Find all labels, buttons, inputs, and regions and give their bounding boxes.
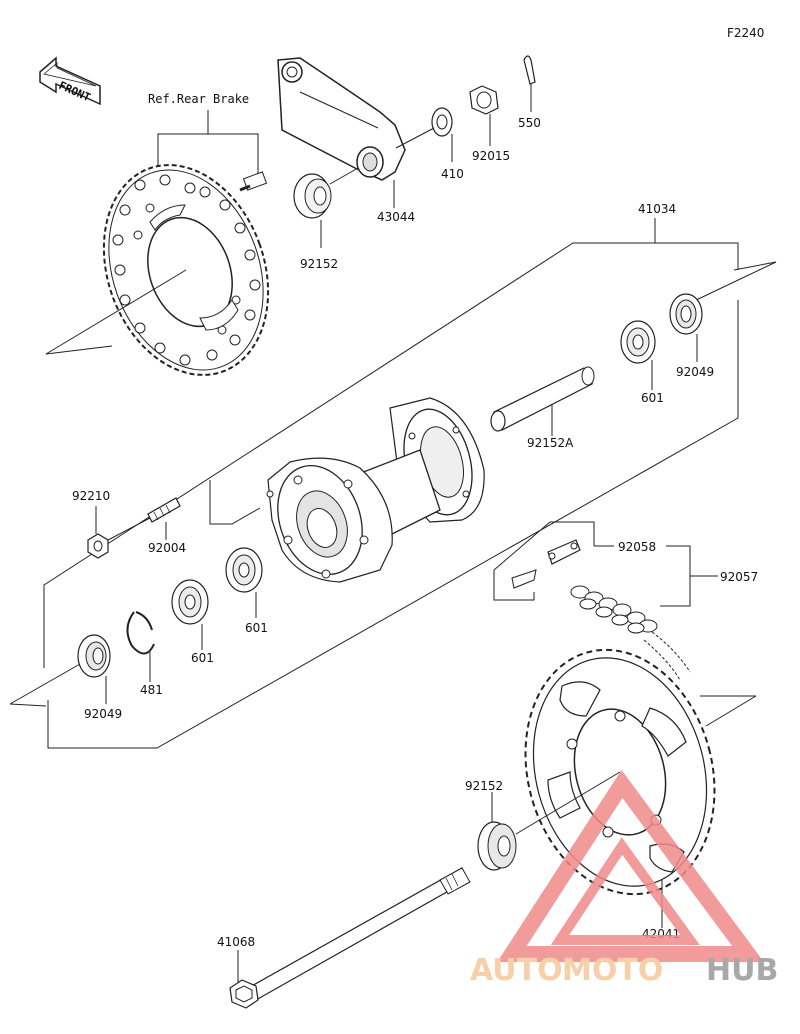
watermark-text-hub: HUB: [706, 953, 778, 988]
label-601-mid: 601: [245, 621, 268, 635]
label-481: 481: [140, 683, 163, 697]
chain-92057: [493, 521, 691, 681]
hub-bracket: [209, 480, 261, 525]
collar-axis-bottom: [515, 771, 621, 835]
label-92152A: 92152A: [527, 436, 574, 450]
circlip-481: [126, 611, 155, 655]
seal-92049-right: [669, 293, 703, 335]
torque-link: [277, 57, 406, 181]
disc-axis-line: [45, 269, 187, 355]
watermark-text-moto: MOTO: [562, 953, 663, 988]
leader-92057-bracket: [660, 545, 691, 607]
disc-axis-line-b: [45, 345, 113, 355]
label-92049-right: 92049: [676, 365, 714, 379]
watermark-inner-triangle-icon: [550, 837, 700, 945]
bearing-601-right: [620, 320, 656, 364]
nut-92015: [469, 85, 499, 115]
label-92057: 92057: [720, 570, 758, 584]
rear-hub: [266, 397, 485, 583]
spacer-92152A: [490, 366, 595, 432]
chain-bracket-top: [493, 521, 595, 571]
disc-bolt: [239, 171, 268, 192]
right-axis-line: [691, 261, 777, 303]
label-601-left: 601: [191, 651, 214, 665]
watermark-logo: AUTO MOTO HUB: [470, 769, 778, 988]
label-92152-bottom: 92152: [465, 779, 503, 793]
stud-92004: [147, 497, 181, 523]
bearing-601-mid: [225, 547, 263, 593]
bearing-601-left: [171, 579, 209, 625]
ref-bracket-line-right: [208, 133, 259, 174]
label-410: 410: [441, 167, 464, 181]
seal-92049-left: [77, 634, 111, 678]
left-axis-line-b: [9, 703, 47, 707]
watermark-triangle-icon: [497, 769, 764, 962]
washer-410: [431, 107, 453, 137]
label-92058: 92058: [618, 540, 656, 554]
left-axis-line: [9, 663, 81, 705]
label-550: 550: [518, 116, 541, 130]
stud-axis-line: [107, 517, 151, 541]
collar-92152-top: [293, 173, 332, 219]
sprocket-axis-right: [705, 695, 757, 727]
watermark-text-auto: AUTO: [470, 953, 563, 988]
link-axis: [395, 127, 435, 149]
axle-41068: [229, 867, 471, 1009]
label-601-right: 601: [641, 391, 664, 405]
label-43044: 43044: [377, 210, 415, 224]
label-92015: 92015: [472, 149, 510, 163]
label-92049-left: 92049: [84, 707, 122, 721]
nut-92210: [87, 533, 109, 559]
right-axis-line-b: [733, 261, 777, 271]
ref-bracket-line: [157, 110, 209, 174]
front-arrow-icon: FRONT: [39, 56, 101, 106]
frame-41034-bottom: [47, 300, 739, 749]
cotter-pin-550: [523, 55, 536, 85]
ref-rear-brake-label: Ref.Rear Brake: [148, 92, 249, 106]
frame-41034-left: [43, 218, 656, 668]
label-92210: 92210: [72, 489, 110, 503]
collar-axis: [329, 167, 359, 185]
collar-92152-bottom: [477, 821, 517, 871]
figure-id: F2240: [727, 26, 764, 40]
frame-41034-top: [655, 242, 739, 270]
label-92004: 92004: [148, 541, 186, 555]
label-92152-top: 92152: [300, 257, 338, 271]
chain-bracket-left: [493, 570, 535, 601]
label-41068: 41068: [217, 935, 255, 949]
label-41034: 41034: [638, 202, 676, 216]
